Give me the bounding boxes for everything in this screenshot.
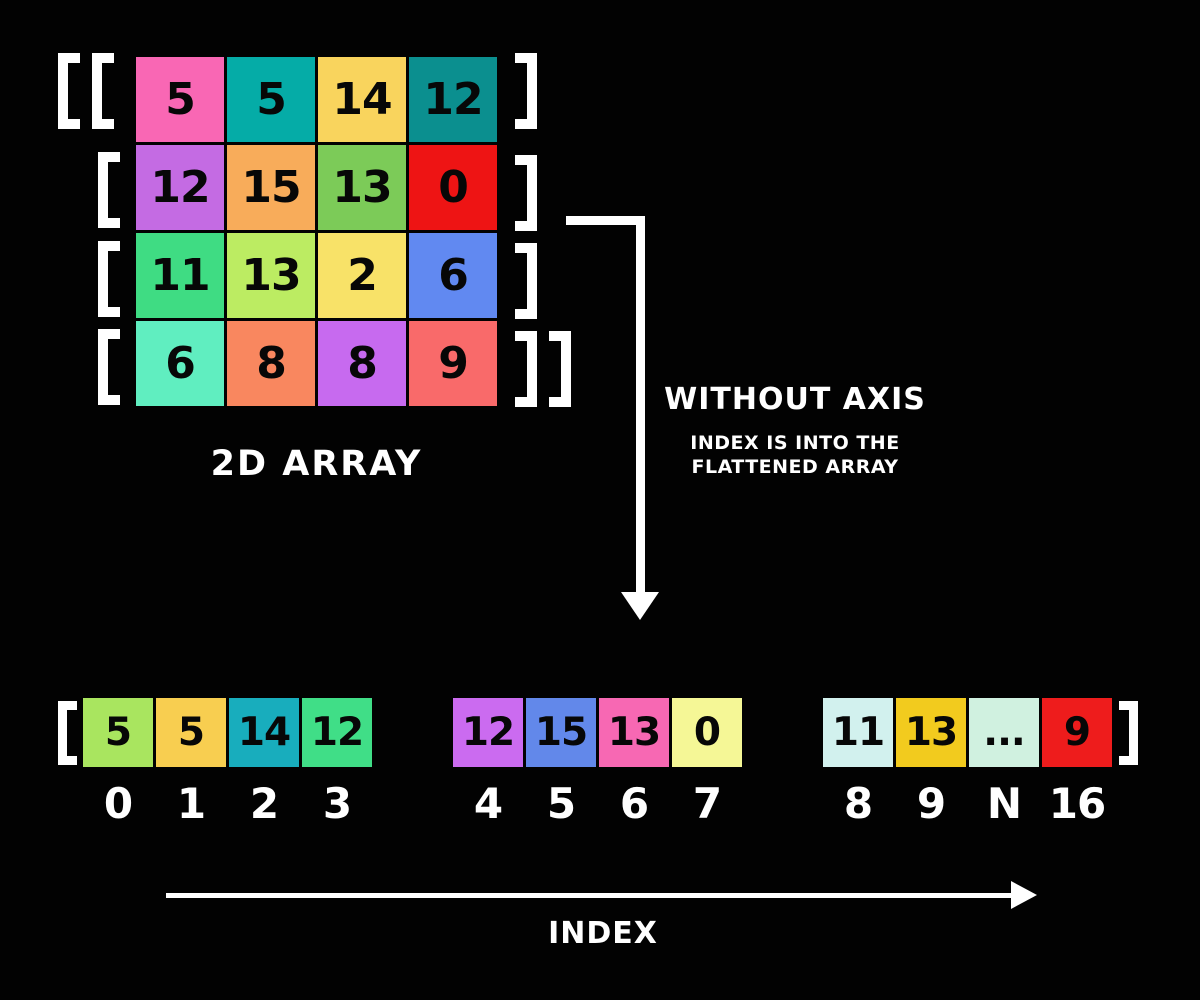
index-label: 5 <box>546 779 576 828</box>
flattened-bracket-close-icon <box>1119 701 1138 765</box>
index-label: 2 <box>249 779 279 828</box>
flattened-cell: 12 <box>302 698 372 767</box>
index-label: 7 <box>692 779 722 828</box>
flattened-cell: 5 <box>156 698 226 767</box>
index-axis-line <box>166 893 1011 898</box>
index-labels-group-1: 0 1 2 3 <box>83 779 372 828</box>
array-cell: 14 <box>318 57 406 142</box>
flattened-cell: 12 <box>453 698 523 767</box>
bracket-close-outer-icon <box>549 331 571 407</box>
array-cell: 15 <box>227 145 315 230</box>
flattened-cell: 14 <box>229 698 299 767</box>
flattened-cell: 15 <box>526 698 596 767</box>
index-labels-group-2: 4 5 6 7 <box>453 779 742 828</box>
elbow-arrow-vertical-line <box>636 216 645 594</box>
flattened-cell: 11 <box>823 698 893 767</box>
index-label: 6 <box>619 779 649 828</box>
bracket-open-row3-icon <box>98 241 120 317</box>
array-cell: 11 <box>136 233 224 318</box>
array-cell: 9 <box>409 321 497 406</box>
index-axis-arrowhead-icon <box>1011 881 1037 909</box>
flattened-cell: ... <box>969 698 1039 767</box>
flattened-cell: 5 <box>83 698 153 767</box>
flattened-cell: 0 <box>672 698 742 767</box>
bracket-open-row2-icon <box>98 152 120 228</box>
flattened-cell: 9 <box>1042 698 1112 767</box>
index-label: 16 <box>1048 779 1106 828</box>
flattened-group-1: 5 5 14 12 <box>83 698 372 767</box>
flattened-group-3: 11 13 ... 9 <box>823 698 1112 767</box>
array-cell: 0 <box>409 145 497 230</box>
array-cell: 8 <box>227 321 315 406</box>
flattened-group-2: 12 15 13 0 <box>453 698 742 767</box>
flattened-bracket-open-icon <box>58 701 77 765</box>
without-axis-heading: WITHOUT AXIS <box>664 382 926 417</box>
array-cell: 13 <box>318 145 406 230</box>
array-cell: 5 <box>136 57 224 142</box>
array-cell: 13 <box>227 233 315 318</box>
bracket-open-outer-icon <box>58 53 80 129</box>
flattened-cell: 13 <box>896 698 966 767</box>
bracket-open-row4-icon <box>98 329 120 405</box>
bracket-close-row4-icon <box>515 331 537 407</box>
index-label: 3 <box>322 779 352 828</box>
2d-array-grid: 5 5 14 12 12 15 13 0 11 13 2 6 6 8 8 9 <box>136 57 497 406</box>
array-cell: 12 <box>136 145 224 230</box>
index-label: 1 <box>176 779 206 828</box>
bracket-close-row1-icon <box>515 53 537 129</box>
array-cell: 6 <box>136 321 224 406</box>
array-cell: 12 <box>409 57 497 142</box>
axis-note: INDEX IS INTO THE FLATTENED ARRAY <box>645 431 945 479</box>
index-label: 4 <box>473 779 503 828</box>
index-label: N <box>986 779 1022 828</box>
bracket-close-row2-icon <box>515 155 537 231</box>
index-label: 8 <box>843 779 873 828</box>
array-cell: 6 <box>409 233 497 318</box>
bracket-open-row1-icon <box>92 53 114 129</box>
axis-note-line2: FLATTENED ARRAY <box>691 456 899 478</box>
index-label: 9 <box>916 779 946 828</box>
array-cell: 2 <box>318 233 406 318</box>
2d-array-title: 2D ARRAY <box>210 444 423 484</box>
axis-note-line1: INDEX IS INTO THE <box>690 432 900 454</box>
index-axis-label: INDEX <box>548 916 658 951</box>
bracket-close-row3-icon <box>515 243 537 319</box>
index-label: 0 <box>103 779 133 828</box>
elbow-arrow-horizontal-line <box>566 216 645 225</box>
index-labels-group-3: 8 9 N 16 <box>823 779 1112 828</box>
flattened-cell: 13 <box>599 698 669 767</box>
array-cell: 8 <box>318 321 406 406</box>
array-cell: 5 <box>227 57 315 142</box>
down-arrowhead-icon <box>621 592 659 620</box>
